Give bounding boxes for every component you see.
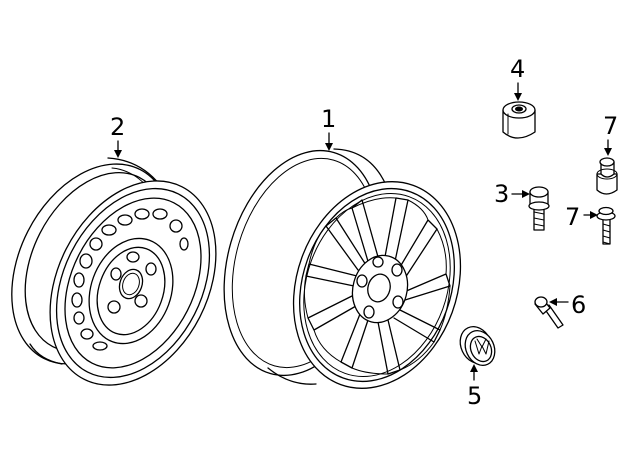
alloy-wheel: [223, 148, 462, 389]
wheel-bolt-7: [596, 206, 616, 245]
spokes: [303, 197, 451, 375]
callout-2: 2: [110, 113, 125, 141]
center-cap: [459, 326, 496, 367]
callout-7b: 7: [565, 203, 580, 231]
leader-lines: [114, 82, 612, 381]
callout-5: 5: [467, 382, 482, 410]
callout-1: 1: [321, 105, 336, 133]
callout-3: 3: [494, 180, 509, 208]
lug-holes: [107, 251, 157, 314]
steel-wheel: [11, 157, 217, 386]
cap-nut: [502, 101, 536, 139]
callout-6: 6: [571, 291, 586, 319]
callout-4: 4: [510, 55, 525, 83]
callout-labels: 1 2 3 4 5 6 7 7: [110, 55, 618, 410]
wheel-bolt-3: [528, 186, 550, 231]
valve-stem: [534, 296, 564, 329]
callout-7a: 7: [603, 112, 618, 140]
locking-bolt: [596, 157, 618, 195]
vent-holes: [71, 208, 189, 351]
